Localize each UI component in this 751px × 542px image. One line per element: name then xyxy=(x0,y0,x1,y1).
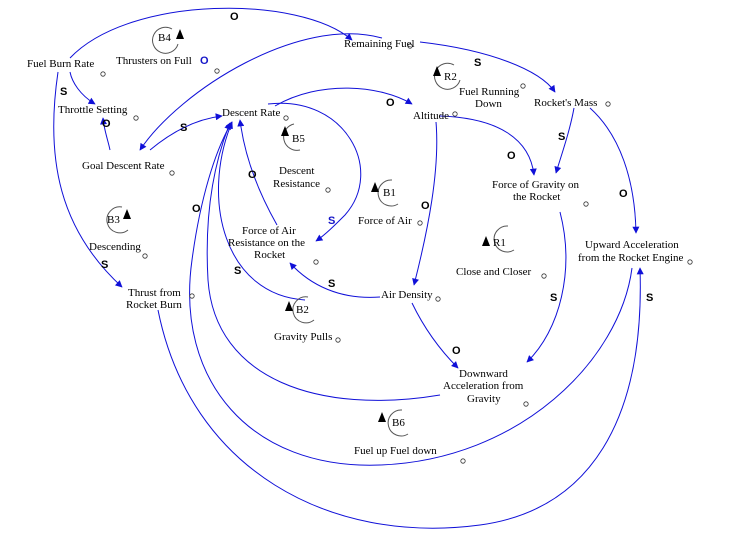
var-thrust-2[interactable]: Rocket Burn xyxy=(126,299,182,311)
link-airdensity-airforce[interactable] xyxy=(289,262,381,298)
var-remaining-fuel[interactable]: Remaining Fuel xyxy=(344,38,415,50)
pol-remaining-goal: O xyxy=(200,55,209,67)
loop-r1-name: Close and Closer xyxy=(456,266,531,278)
loop-r2: R2 Fuel Running Down xyxy=(433,62,520,110)
loop-r2-id: R2 xyxy=(444,71,457,83)
link-altitude-gravity[interactable] xyxy=(439,115,537,176)
loop-b2-id: B2 xyxy=(296,304,309,316)
pol-airdensity-airforce: S xyxy=(328,278,335,290)
loop-b5-name-1: Descent xyxy=(279,165,314,177)
pol-altitude-airdensity: O xyxy=(421,200,430,212)
loop-b2: B2 Gravity Pulls xyxy=(274,296,332,343)
links xyxy=(53,7,644,529)
var-thrust-1[interactable]: Thrust from xyxy=(128,287,181,299)
pol-downward-big: O xyxy=(192,203,201,215)
pol-gravity-downward: S xyxy=(550,292,557,304)
link-b5[interactable] xyxy=(267,102,362,242)
link-fuelburn-throttle[interactable] xyxy=(69,71,96,105)
loop-b4-name: Thrusters on Full xyxy=(116,55,192,67)
var-force-of-gravity-2[interactable]: the Rocket xyxy=(513,191,560,203)
var-air-density[interactable]: Air Density xyxy=(381,289,433,301)
loop-r1-id: R1 xyxy=(493,237,506,249)
var-air-resistance-2[interactable]: Resistance on the xyxy=(228,237,305,249)
loop-b5-name-2: Resistance xyxy=(273,178,320,190)
loop-b6: B6 Fuel up Fuel down xyxy=(354,409,437,457)
pol-mass-gravity: S xyxy=(558,131,565,143)
link-gravity-downward[interactable] xyxy=(526,211,567,363)
loop-b6-name: Fuel up Fuel down xyxy=(354,445,437,457)
link-airdensity-downward[interactable] xyxy=(411,302,459,369)
polarity-markers: O O S O S S O S O O O S S O S O S O S S xyxy=(60,11,653,357)
link-downward-descent[interactable] xyxy=(206,122,441,401)
var-altitude[interactable]: Altitude xyxy=(413,110,449,122)
link-airforce-descent[interactable] xyxy=(218,121,306,301)
loop-b1-name: Force of Air xyxy=(358,215,412,227)
link-goal-descent[interactable] xyxy=(149,113,223,151)
link-handles xyxy=(100,43,693,464)
loop-b5: B5 Descent Resistance xyxy=(273,123,320,190)
link-fuelburn-remaining[interactable] xyxy=(69,7,353,59)
pol-altitude-gravity: O xyxy=(507,150,516,162)
loop-b3: B3 Descending xyxy=(89,206,141,253)
loop-b3-id: B3 xyxy=(107,214,120,226)
loop-b2-name: Gravity Pulls xyxy=(274,331,332,343)
pol-remaining-mass: S xyxy=(474,57,481,69)
link-descent-airforce[interactable] xyxy=(237,119,278,226)
pol-airforce-downward: O xyxy=(452,345,461,357)
var-fuel-burn-rate[interactable]: Fuel Burn Rate xyxy=(27,58,94,70)
var-air-resistance-1[interactable]: Force of Air xyxy=(242,225,296,237)
loop-b6-id: B6 xyxy=(392,417,405,429)
loop-b5-id: B5 xyxy=(292,133,305,145)
link-mass-upward[interactable] xyxy=(589,107,640,234)
var-upward-accel-1[interactable]: Upward Acceleration xyxy=(585,239,679,251)
variables: Fuel Burn Rate Remaining Fuel Throttle S… xyxy=(27,38,684,405)
var-rockets-mass[interactable]: Rocket's Mass xyxy=(534,97,597,109)
pol-descent-airforce: O xyxy=(248,169,257,181)
pol-throttle-goal: O xyxy=(102,118,111,130)
pol-upward-descent: S xyxy=(234,265,241,277)
loop-r1: R1 Close and Closer xyxy=(456,225,531,278)
loop-b1: B1 Force of Air xyxy=(358,179,412,227)
loop-b3-name: Descending xyxy=(89,241,141,253)
var-downward-accel-3[interactable]: Gravity xyxy=(467,393,501,405)
var-throttle-setting[interactable]: Throttle Setting xyxy=(58,104,128,116)
pol-mass-upward: O xyxy=(619,188,628,200)
link-thrust-upward[interactable] xyxy=(157,267,644,529)
link-descent-thrust[interactable] xyxy=(53,71,123,288)
pol-fuelburn-remaining: O xyxy=(230,11,239,23)
pol-fuelburn-throttle: S xyxy=(60,86,67,98)
loop-r2-name-1: Fuel Running xyxy=(459,86,520,98)
link-descent-altitude[interactable] xyxy=(274,87,413,107)
link-remaining-mass[interactable] xyxy=(419,41,556,93)
var-air-resistance-3[interactable]: Rocket xyxy=(254,249,285,261)
pol-goal-descent: S xyxy=(180,122,187,134)
link-mass-gravity[interactable] xyxy=(554,107,575,174)
link-altitude-airdensity[interactable] xyxy=(412,121,438,286)
var-downward-accel-1[interactable]: Downward xyxy=(459,368,508,380)
pol-thrust-upward: S xyxy=(646,292,653,304)
var-goal-descent-rate[interactable]: Goal Descent Rate xyxy=(82,160,165,172)
pol-b5: S xyxy=(328,215,335,227)
var-force-of-gravity-1[interactable]: Force of Gravity on xyxy=(492,179,580,191)
var-upward-accel-2[interactable]: from the Rocket Engine xyxy=(578,252,684,264)
var-descent-rate[interactable]: Descent Rate xyxy=(222,107,280,119)
var-downward-accel-2[interactable]: Acceleration from xyxy=(443,380,524,392)
loop-b4: B4 Thrusters on Full xyxy=(116,26,192,67)
loop-r2-name-2: Down xyxy=(475,98,502,110)
loop-b1-id: B1 xyxy=(383,187,396,199)
link-remaining-goal[interactable] xyxy=(139,33,383,151)
link-upward-descent[interactable] xyxy=(189,121,633,466)
pol-descent-thrust: S xyxy=(101,259,108,271)
pol-descent-altitude: O xyxy=(386,97,395,109)
loops: B4 Thrusters on Full R2 Fuel Running Dow… xyxy=(89,26,531,457)
link-throttle-goal[interactable] xyxy=(100,117,111,151)
loop-b4-id: B4 xyxy=(158,32,171,44)
